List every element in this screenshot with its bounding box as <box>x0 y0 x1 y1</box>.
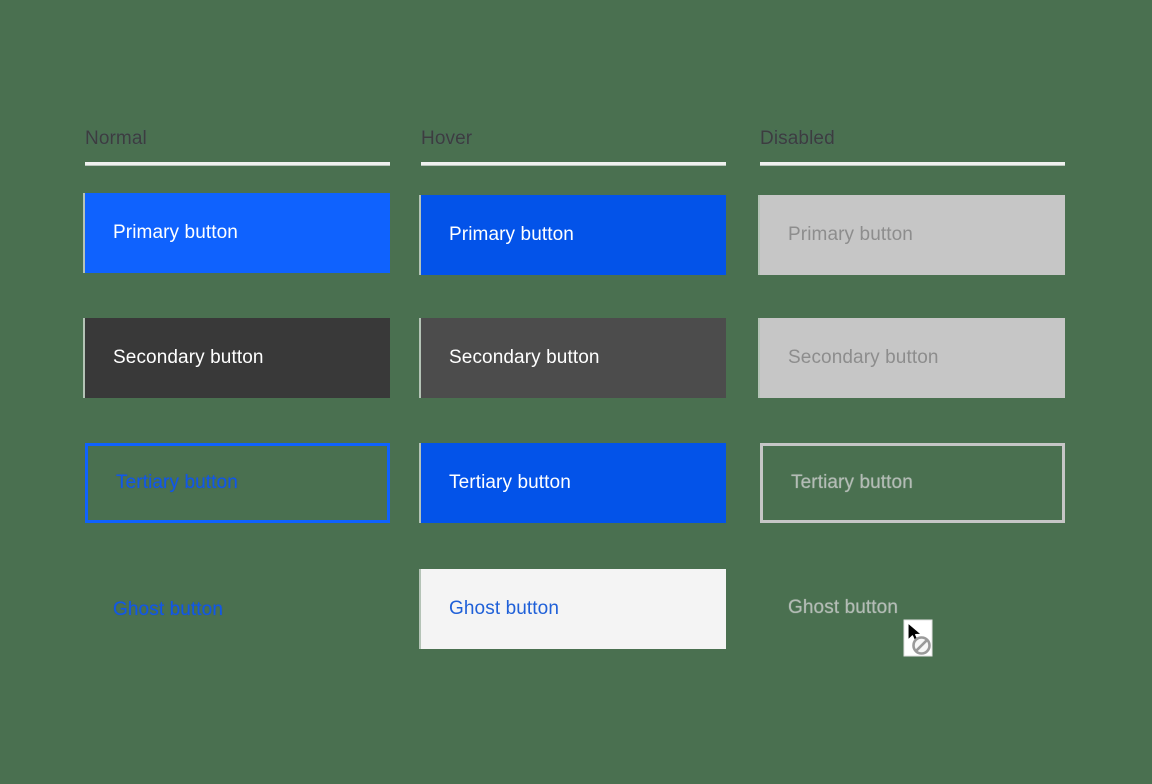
secondary-button-normal-label: Secondary button <box>113 347 264 368</box>
secondary-button-disabled: Secondary button <box>760 318 1065 398</box>
primary-button-disabled: Primary button <box>760 195 1065 275</box>
column-header-disabled-label: Disabled <box>760 128 835 149</box>
column-header-normal: Normal <box>85 128 390 166</box>
primary-button-hover[interactable]: Primary button <box>421 195 726 275</box>
ghost-button-hover-label: Ghost button <box>449 598 559 619</box>
column-header-hover: Hover <box>421 128 726 166</box>
primary-button-disabled-label: Primary button <box>788 224 913 245</box>
column-header-normal-rule <box>85 162 390 166</box>
tertiary-button-disabled-label: Tertiary button <box>791 472 913 493</box>
primary-button-normal-label: Primary button <box>113 222 238 243</box>
ghost-button-disabled: Ghost button <box>760 568 1065 648</box>
secondary-button-hover[interactable]: Secondary button <box>421 318 726 398</box>
ghost-button-normal-label: Ghost button <box>113 599 223 620</box>
column-header-hover-rule <box>421 162 726 166</box>
tertiary-button-normal[interactable]: Tertiary button <box>85 443 390 523</box>
ghost-button-normal[interactable]: Ghost button <box>85 570 390 650</box>
column-header-normal-label: Normal <box>85 128 147 149</box>
tertiary-button-hover-label: Tertiary button <box>449 472 571 493</box>
tertiary-button-disabled: Tertiary button <box>760 443 1065 523</box>
column-header-disabled: Disabled <box>760 128 1065 166</box>
secondary-button-hover-label: Secondary button <box>449 347 600 368</box>
primary-button-hover-label: Primary button <box>449 224 574 245</box>
tertiary-button-normal-label: Tertiary button <box>116 472 238 493</box>
secondary-button-disabled-label: Secondary button <box>788 347 939 368</box>
column-header-hover-label: Hover <box>421 128 473 149</box>
column-header-disabled-rule <box>760 162 1065 166</box>
tertiary-button-hover[interactable]: Tertiary button <box>421 443 726 523</box>
ghost-button-disabled-label: Ghost button <box>788 597 898 618</box>
ghost-button-hover[interactable]: Ghost button <box>421 569 726 649</box>
primary-button-normal[interactable]: Primary button <box>85 193 390 273</box>
secondary-button-normal[interactable]: Secondary button <box>85 318 390 398</box>
